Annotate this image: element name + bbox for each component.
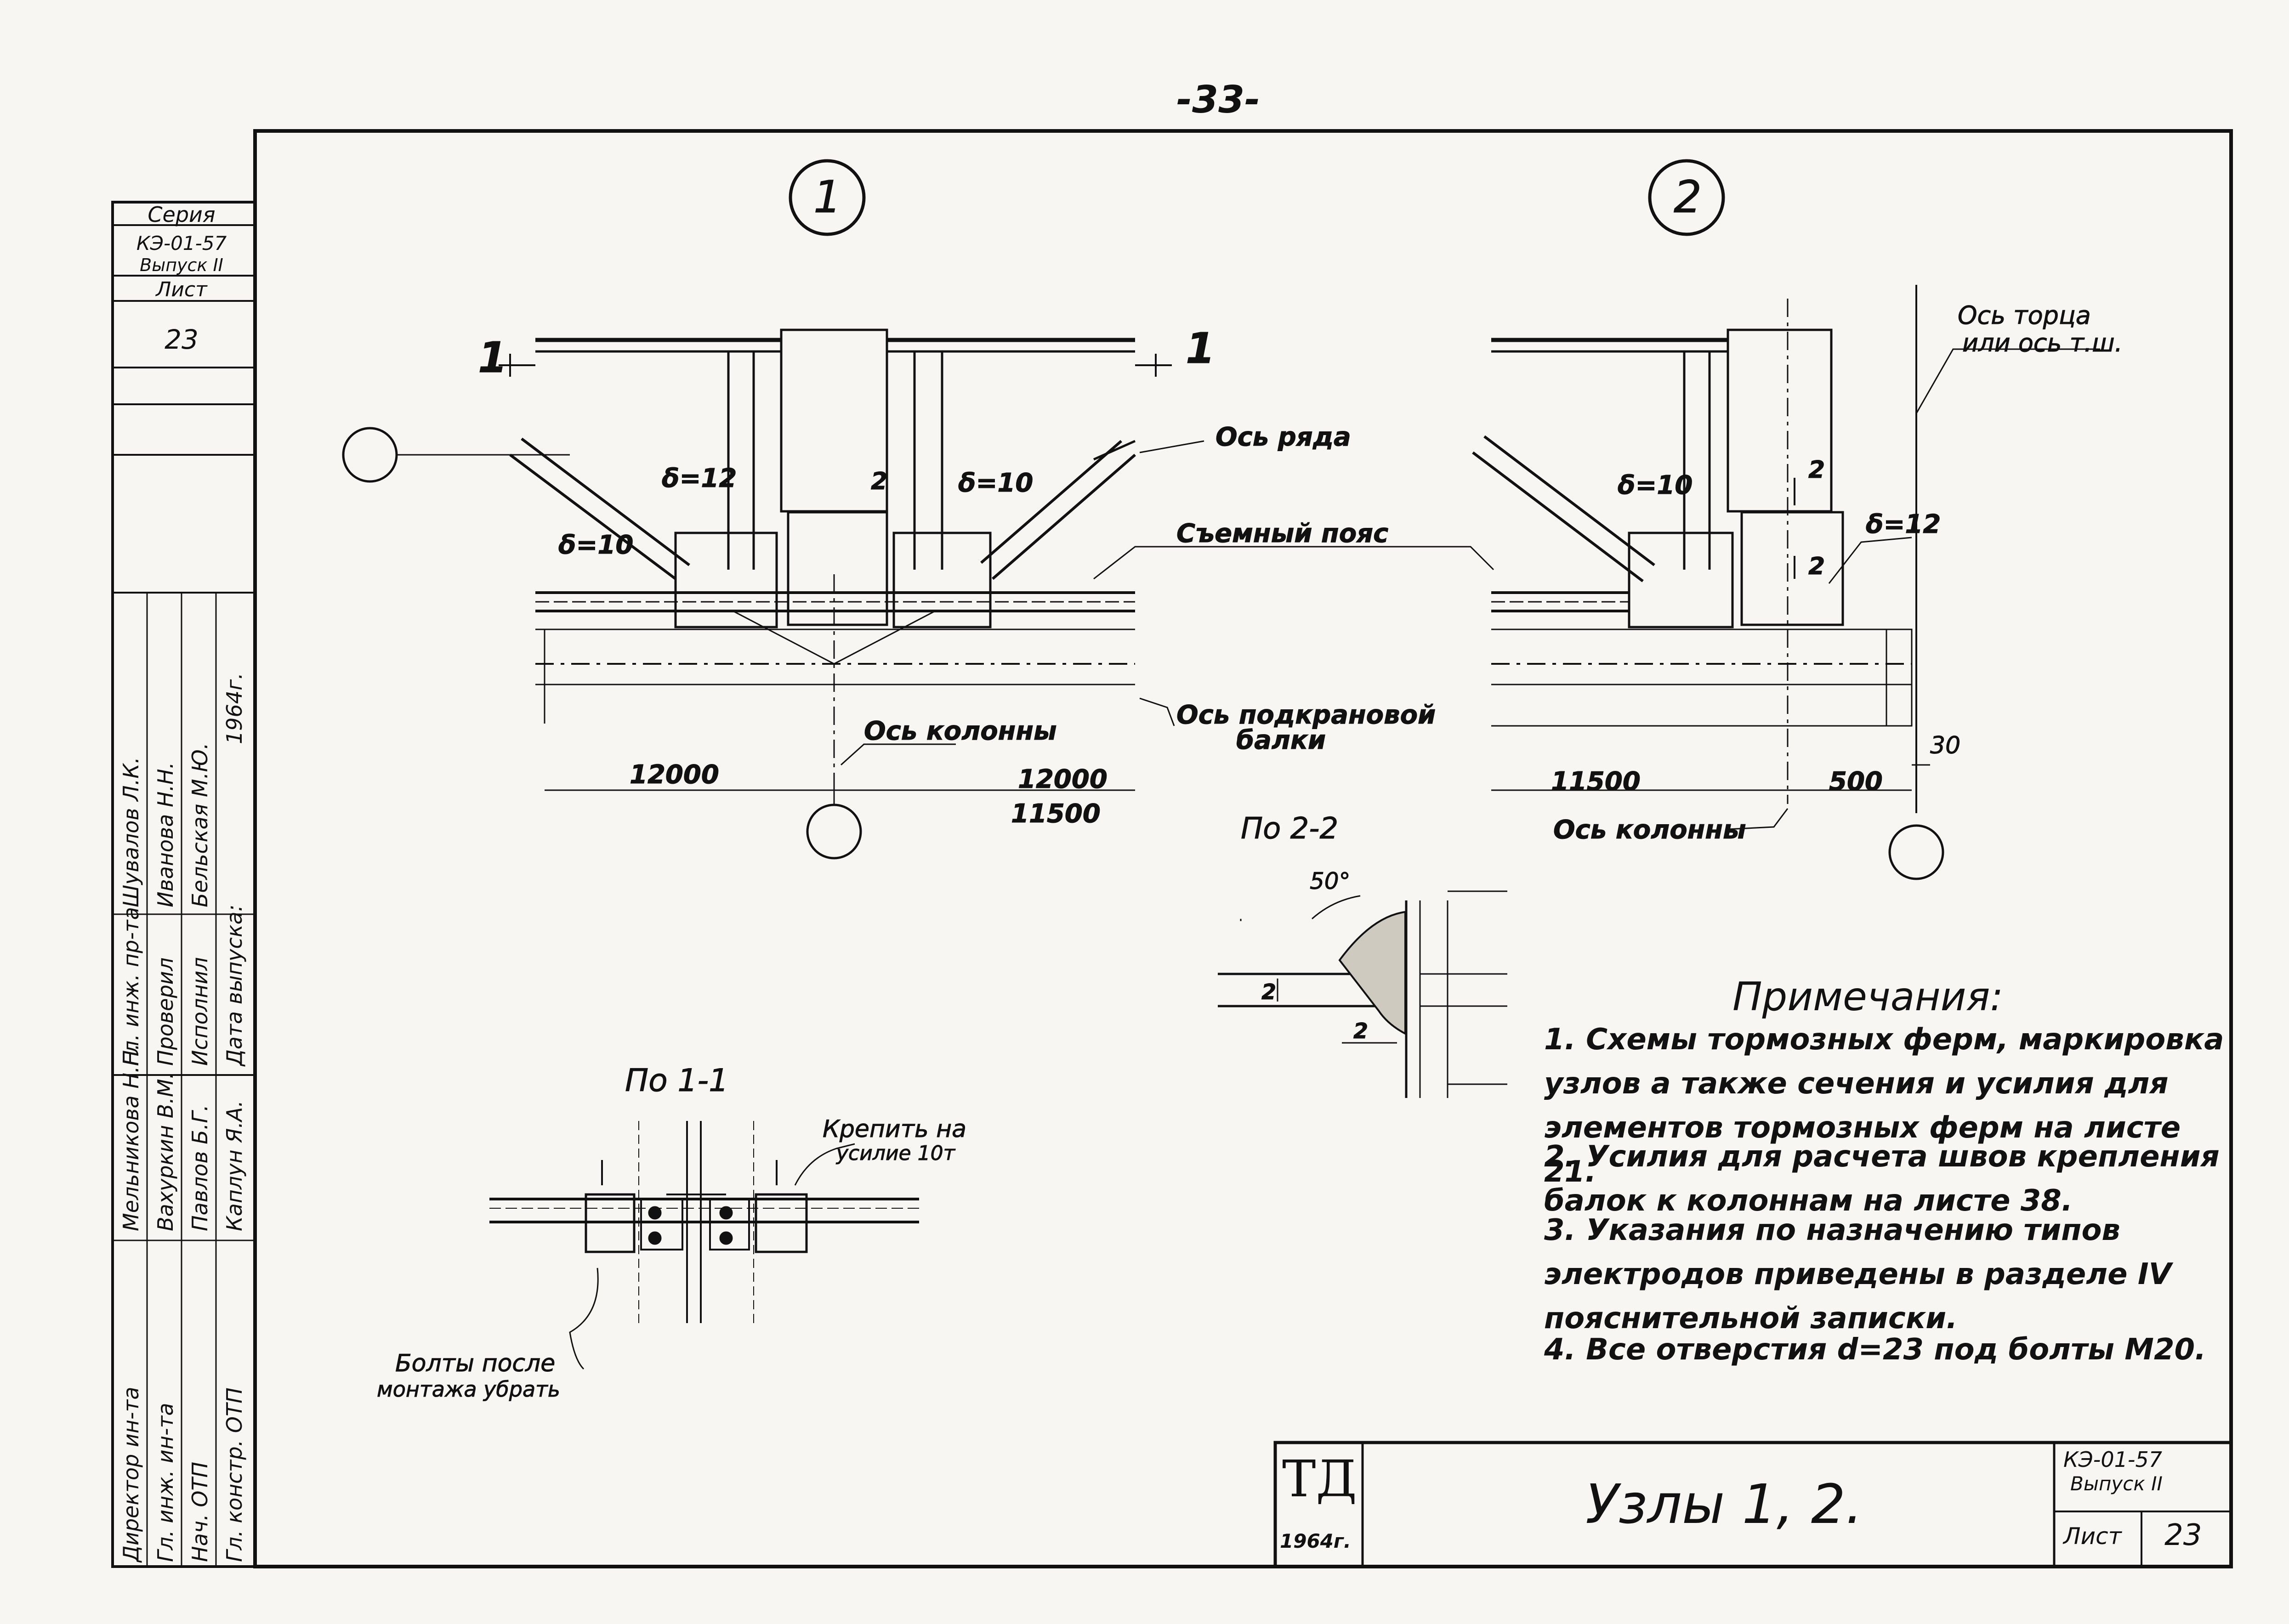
notes-title: Примечания:: [1732, 974, 2004, 1020]
note-item: 1. Схемы тормозных ферм, маркировка узло…: [1544, 1023, 2224, 1189]
series-strip-frame: [111, 201, 256, 1568]
approval-name: Бельская М.Ю.: [187, 742, 212, 907]
title-block-issue: Выпуск II: [2070, 1472, 2163, 1495]
title-block-frame: [1273, 1441, 2233, 1568]
approval-name: Иванова Н.Н.: [153, 762, 178, 907]
approval-name: Шувалов Л.К.: [119, 757, 143, 907]
title-block-sheet-number: 23: [2164, 1518, 2202, 1552]
series-title: Серия: [148, 202, 216, 227]
bolts-note-line-1: Болты после: [395, 1350, 555, 1377]
thickness-12-node2: δ=12: [1866, 509, 1941, 539]
node-2-marker: [1648, 159, 1725, 236]
approval-role: Гл. инж. пр-та: [119, 907, 143, 1066]
fix-note-line-2: усилие 10т: [835, 1142, 956, 1165]
node-1-marker: [789, 159, 866, 236]
dim-11500-node2: 11500: [1551, 767, 1641, 797]
axis-row-label: Ось ряда: [1215, 422, 1351, 452]
section-1-1-title: По 1-1: [625, 1063, 728, 1099]
approval-name: Вахуркин В.М.: [153, 1072, 178, 1231]
title-block-code: КЭ-01-57: [2063, 1447, 2163, 1472]
section-2-mark-node2-bottom: 2: [1808, 553, 1825, 580]
approval-name: Павлов Б.Г.: [187, 1104, 212, 1231]
node-1-label: 1: [813, 171, 841, 223]
thickness-10-node1-right: δ=10: [958, 468, 1033, 498]
thickness-12-node1: δ=12: [662, 464, 737, 493]
note-item: 3. Указания по назначению типов электрод…: [1544, 1213, 2172, 1335]
column-axis-label-node1: Ось колонны: [864, 716, 1057, 746]
note-item: 4. Все отверстия d=23 под болты М20.: [1544, 1333, 2206, 1367]
series-sheet-number: 23: [165, 324, 199, 355]
approval-name: Каплун Я.А.: [222, 1100, 247, 1231]
node-2-drawing: [1472, 159, 2100, 880]
crane-beam-axis-label-2: балки: [1236, 725, 1326, 755]
weld-2-label-b: 2: [1353, 1019, 1368, 1043]
series-issue: Выпуск II: [140, 255, 223, 275]
note-item: 2. Усилия для расчета швов крепления бал…: [1544, 1140, 2220, 1218]
section-1-1: [489, 1121, 919, 1370]
section-1-mark-left: 1: [478, 333, 507, 382]
page-number: -33-: [1176, 78, 1261, 122]
column-axis-label-node2: Ось колонны: [1553, 815, 1746, 845]
series-sheet-label: Лист: [156, 278, 207, 301]
thickness-10-node1-left: δ=10: [558, 530, 633, 560]
removable-chord-label: Съемный пояс: [1176, 519, 1388, 549]
bolts-note-line-2: монтажа убрать: [377, 1377, 560, 1402]
approval-role: Дата выпуска:: [222, 904, 247, 1066]
dim-12000-left: 12000: [630, 760, 719, 790]
end-axis-label-2: или ось т.ш.: [1962, 328, 2123, 357]
approval-name: Мельникова Н.Н.: [119, 1043, 143, 1231]
approval-role: Гл. инж. ин-та: [153, 1403, 178, 1562]
end-axis-label-1: Ось торца: [1958, 301, 2091, 330]
section-2-mark-node1: 2: [871, 468, 887, 495]
section-2-2-title: По 2-2: [1241, 812, 1338, 846]
drawing-title: Узлы 1, 2.: [1585, 1472, 1863, 1536]
section-1-mark-right: 1: [1186, 324, 1215, 373]
thickness-10-node2: δ=10: [1618, 470, 1693, 500]
approval-role: Директор ин-та: [119, 1386, 143, 1562]
angle-50-label: 50°: [1310, 868, 1351, 894]
logo-year: 1964г.: [1280, 1530, 1351, 1552]
node-2-label: 2: [1674, 171, 1702, 223]
dim-30: 30: [1930, 732, 1960, 759]
dim-500: 500: [1829, 767, 1883, 797]
title-block-sheet-label: Лист: [2063, 1523, 2122, 1550]
weld-2-label-a: 2: [1261, 979, 1276, 1004]
logo: ТД: [1282, 1449, 1357, 1508]
approval-role: Нач. ОТП: [187, 1461, 212, 1562]
section-2-2: [1218, 890, 1507, 1098]
approval-name: 1964г.: [222, 673, 247, 744]
series-code: КЭ-01-57: [136, 232, 227, 255]
dim-11500-node1: 11500: [1011, 799, 1101, 829]
dim-12000-right: 12000: [1018, 764, 1108, 794]
fix-note-line-1: Крепить на: [823, 1115, 966, 1143]
approval-role: Гл. констр. ОТП: [222, 1387, 247, 1562]
approval-role: Проверил: [153, 957, 178, 1066]
crane-beam-axis-label-1: Ось подкрановой: [1176, 700, 1436, 730]
node-1-drawing: [342, 159, 1494, 860]
section-2-mark-node2-top: 2: [1808, 456, 1825, 484]
approval-role: Исполнил: [187, 957, 212, 1066]
